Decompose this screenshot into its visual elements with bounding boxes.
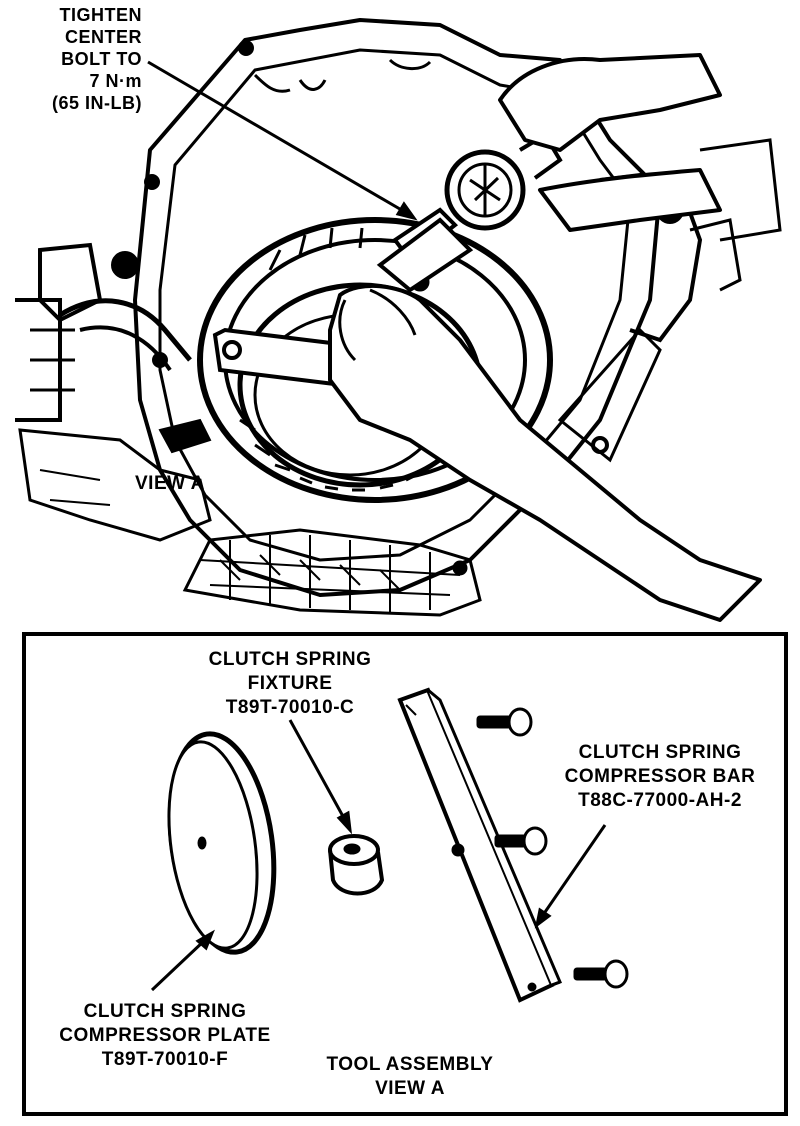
top-callout-leader: [147, 60, 418, 221]
left-linkage: [15, 242, 212, 542]
top-callout-label: TIGHTEN CENTER BOLT TO 7 N·m (65 IN-LB): [30, 4, 142, 114]
caption-line2: VIEW A: [375, 1078, 445, 1099]
bolt-top: [476, 707, 533, 737]
view-a-label: VIEW A: [135, 473, 205, 494]
top-callout-line3: BOLT TO: [61, 49, 142, 69]
compressor-bar-leader: [534, 824, 607, 929]
fixture-line2: FIXTURE: [247, 673, 333, 694]
fixture-line1: CLUTCH SPRING: [208, 649, 372, 670]
plate-label: CLUTCH SPRING COMPRESSOR PLATE T89T-7001…: [30, 1000, 300, 1072]
compressor-plate: [167, 731, 277, 955]
clutch-drum: [197, 217, 553, 503]
compressor-bar: [397, 687, 562, 1003]
plate-line1: CLUTCH SPRING: [83, 1001, 247, 1022]
spring-fixture: [328, 834, 385, 896]
plate-line2: COMPRESSOR PLATE: [59, 1025, 271, 1046]
bolts: [476, 707, 629, 989]
bar-line3: T88C-77000-AH-2: [578, 790, 742, 811]
tool-assembly-caption: TOOL ASSEMBLY VIEW A: [290, 1053, 530, 1101]
bar-line1: CLUTCH SPRING: [578, 742, 742, 763]
hands: [328, 53, 762, 622]
top-callout-line1: TIGHTEN: [59, 5, 142, 25]
top-callout-line5: (65 IN-LB): [52, 93, 142, 113]
compressor-plate-leader: [150, 929, 215, 992]
plate-line3: T89T-70010-F: [101, 1049, 229, 1070]
bar-line2: COMPRESSOR BAR: [564, 766, 756, 787]
view-a-arrow: [158, 418, 212, 454]
spring-fixture-leader: [288, 719, 353, 835]
bar-label: CLUTCH SPRING COMPRESSOR BAR T88C-77000-…: [540, 741, 780, 813]
torque-wrench: [376, 132, 563, 293]
bolt-bottom: [573, 959, 629, 989]
top-callout-line4: 7 N·m: [89, 71, 142, 91]
tool-assembly-frame: [22, 632, 788, 1116]
top-callout-line2: CENTER: [64, 27, 142, 47]
bottom-gearbox: [182, 528, 482, 617]
bolt-middle: [494, 826, 548, 856]
caption-line1: TOOL ASSEMBLY: [326, 1054, 494, 1075]
fixture-line3: T89T-70010-C: [225, 697, 355, 718]
fixture-label: CLUTCH SPRING FIXTURE T89T-70010-C: [180, 648, 400, 720]
